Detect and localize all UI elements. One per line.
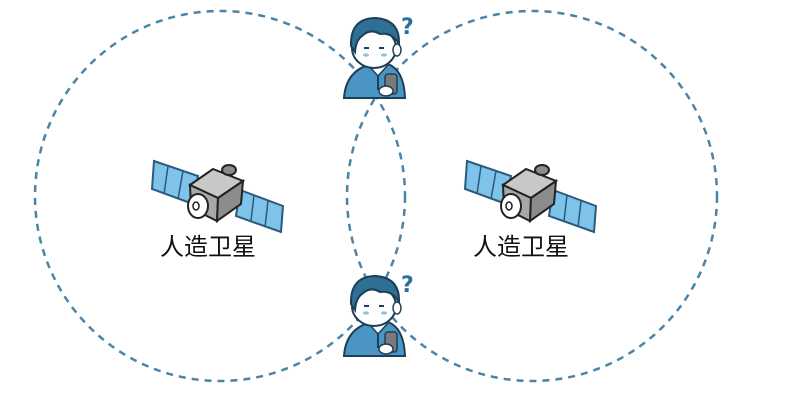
question-mark: ? — [401, 15, 414, 40]
person-icon — [344, 276, 405, 356]
top-person: ? — [344, 15, 414, 98]
person-icon — [344, 18, 405, 98]
right-satellite-label: 人造卫星 — [473, 233, 569, 261]
question-mark: ? — [401, 273, 414, 298]
left-satellite: 人造卫星 — [152, 161, 283, 261]
bottom-person: ? — [344, 273, 414, 356]
satellite-icon — [152, 161, 283, 232]
right-satellite: 人造卫星 — [465, 161, 596, 261]
satellite-icon — [465, 161, 596, 232]
left-satellite-label: 人造卫星 — [160, 233, 256, 261]
